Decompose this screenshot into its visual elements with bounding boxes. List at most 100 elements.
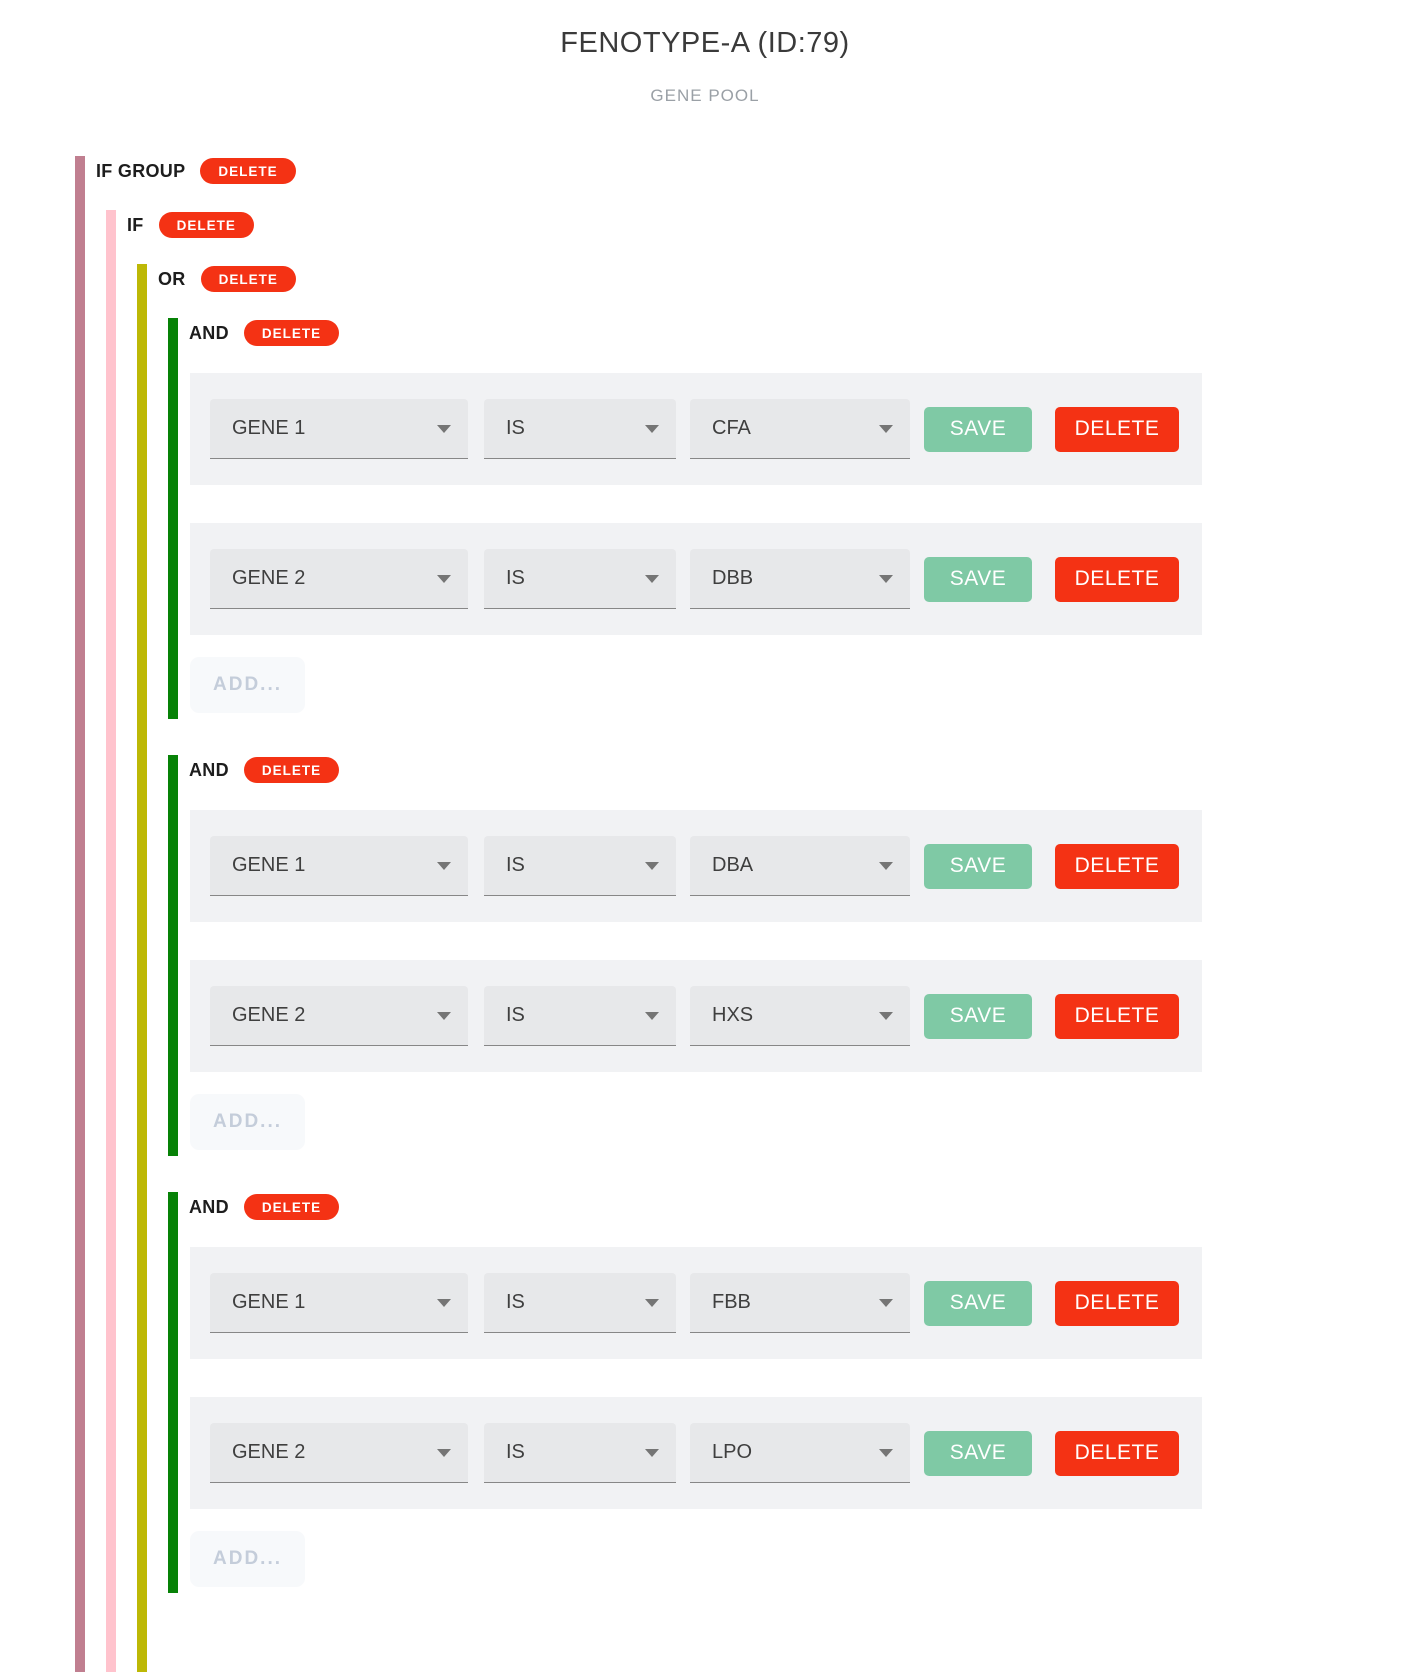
chevron-down-icon — [437, 1448, 451, 1457]
rule-tree: IF GROUP DELETE IF DELETE OR DELETE — [75, 156, 1410, 1672]
and-group-3: AND DELETE GENE 1 — [168, 1192, 1410, 1593]
value-select[interactable]: LPO — [690, 1423, 910, 1483]
value-select[interactable]: HXS — [690, 986, 910, 1046]
operator-select[interactable]: IS — [484, 549, 676, 609]
save-button[interactable]: SAVE — [924, 556, 1032, 602]
and-group-3-header: AND DELETE — [178, 1192, 1410, 1222]
gene-select[interactable]: GENE 1 — [210, 399, 468, 459]
and-group-2-children: GENE 1 IS DBA — [178, 785, 1410, 1156]
condition-row: GENE 1 IS FBB — [190, 1247, 1202, 1359]
page-subtitle: GENE POOL — [650, 86, 760, 105]
add-condition-button[interactable]: ADD... — [190, 657, 305, 713]
chevron-down-icon — [879, 1011, 893, 1020]
and-group-3-children: GENE 1 IS FBB — [178, 1222, 1410, 1593]
value-select-value: FBB — [712, 1291, 751, 1313]
operator-select[interactable]: IS — [484, 399, 676, 459]
or-label: OR — [158, 268, 186, 289]
if-section: IF DELETE OR DELETE AND — [106, 210, 1410, 1672]
operator-select-value: IS — [506, 567, 525, 589]
gene-select-value: GENE 2 — [232, 1004, 306, 1026]
save-button[interactable]: SAVE — [924, 993, 1032, 1039]
page-title: FENOTYPE-A (ID:79) — [560, 27, 850, 59]
delete-if-button[interactable]: DELETE — [158, 211, 254, 239]
value-select-value: HXS — [712, 1004, 754, 1026]
and-label: AND — [189, 322, 229, 343]
if-header: IF DELETE — [116, 210, 1410, 240]
delete-button[interactable]: DELETE — [1055, 556, 1179, 602]
operator-select[interactable]: IS — [484, 986, 676, 1046]
save-button[interactable]: SAVE — [924, 1430, 1032, 1476]
and-group-1-header: AND DELETE — [178, 318, 1410, 348]
chevron-down-icon — [879, 1298, 893, 1307]
chevron-down-icon — [437, 861, 451, 870]
delete-and-group-button[interactable]: DELETE — [243, 319, 340, 347]
value-select[interactable]: CFA — [690, 399, 910, 459]
delete-if-group-button[interactable]: DELETE — [200, 157, 296, 185]
delete-button[interactable]: DELETE — [1055, 406, 1179, 452]
page-header: FENOTYPE-A (ID:79) GENE POOL — [0, 0, 1410, 106]
operator-select-value: IS — [506, 854, 525, 876]
or-header: OR DELETE — [147, 264, 1410, 294]
chevron-down-icon — [879, 861, 893, 870]
value-select-value: DBB — [712, 567, 754, 589]
if-group-label: IF GROUP — [96, 160, 186, 181]
delete-and-group-button[interactable]: DELETE — [243, 1193, 340, 1221]
value-select[interactable]: FBB — [690, 1273, 910, 1333]
chevron-down-icon — [645, 1011, 659, 1020]
and-label: AND — [189, 1196, 229, 1217]
operator-select-value: IS — [506, 1004, 525, 1026]
operator-select-value: IS — [506, 417, 525, 439]
gene-select-value: GENE 1 — [232, 854, 306, 876]
value-select-value: CFA — [712, 417, 751, 439]
or-section: OR DELETE AND DELETE — [137, 264, 1410, 1672]
chevron-down-icon — [437, 424, 451, 433]
chevron-down-icon — [645, 1448, 659, 1457]
chevron-down-icon — [879, 1448, 893, 1457]
if-children: OR DELETE AND DELETE — [116, 240, 1410, 1672]
gene-select[interactable]: GENE 2 — [210, 549, 468, 609]
operator-select-value: IS — [506, 1441, 525, 1463]
delete-button[interactable]: DELETE — [1055, 843, 1179, 889]
value-select-value: DBA — [712, 854, 754, 876]
condition-row: GENE 2 IS DBB — [190, 523, 1202, 635]
gene-select-value: GENE 1 — [232, 417, 306, 439]
condition-row: GENE 2 IS LPO — [190, 1397, 1202, 1509]
value-select-value: LPO — [712, 1441, 753, 1463]
gene-select-value: GENE 2 — [232, 1441, 306, 1463]
chevron-down-icon — [645, 1298, 659, 1307]
gene-select[interactable]: GENE 2 — [210, 1423, 468, 1483]
save-button[interactable]: SAVE — [924, 843, 1032, 889]
delete-button[interactable]: DELETE — [1055, 1430, 1179, 1476]
condition-row: GENE 2 IS HXS — [190, 960, 1202, 1072]
save-button[interactable]: SAVE — [924, 1280, 1032, 1326]
and-group-2-header: AND DELETE — [178, 755, 1410, 785]
gene-select[interactable]: GENE 2 — [210, 986, 468, 1046]
if-label: IF — [127, 214, 144, 235]
chevron-down-icon — [645, 861, 659, 870]
add-condition-button[interactable]: ADD... — [190, 1531, 305, 1587]
add-condition-button[interactable]: ADD... — [190, 1094, 305, 1150]
and-label: AND — [189, 759, 229, 780]
chevron-down-icon — [879, 424, 893, 433]
delete-button[interactable]: DELETE — [1055, 993, 1179, 1039]
chevron-down-icon — [645, 424, 659, 433]
save-button[interactable]: SAVE — [924, 406, 1032, 452]
delete-and-group-button[interactable]: DELETE — [243, 756, 340, 784]
and-group-1: AND DELETE GENE 1 — [168, 318, 1410, 719]
gene-select[interactable]: GENE 1 — [210, 836, 468, 896]
operator-select[interactable]: IS — [484, 1273, 676, 1333]
chevron-down-icon — [645, 574, 659, 583]
chevron-down-icon — [437, 1011, 451, 1020]
gene-select-value: GENE 1 — [232, 1291, 306, 1313]
if-group-header: IF GROUP DELETE — [85, 156, 1410, 186]
delete-button[interactable]: DELETE — [1055, 1280, 1179, 1326]
value-select[interactable]: DBA — [690, 836, 910, 896]
and-group-2: AND DELETE GENE 1 — [168, 755, 1410, 1156]
delete-or-button[interactable]: DELETE — [200, 265, 296, 293]
gene-select[interactable]: GENE 1 — [210, 1273, 468, 1333]
gene-select-value: GENE 2 — [232, 567, 306, 589]
operator-select[interactable]: IS — [484, 836, 676, 896]
if-group-children: IF DELETE OR DELETE AND — [85, 186, 1410, 1672]
value-select[interactable]: DBB — [690, 549, 910, 609]
operator-select[interactable]: IS — [484, 1423, 676, 1483]
